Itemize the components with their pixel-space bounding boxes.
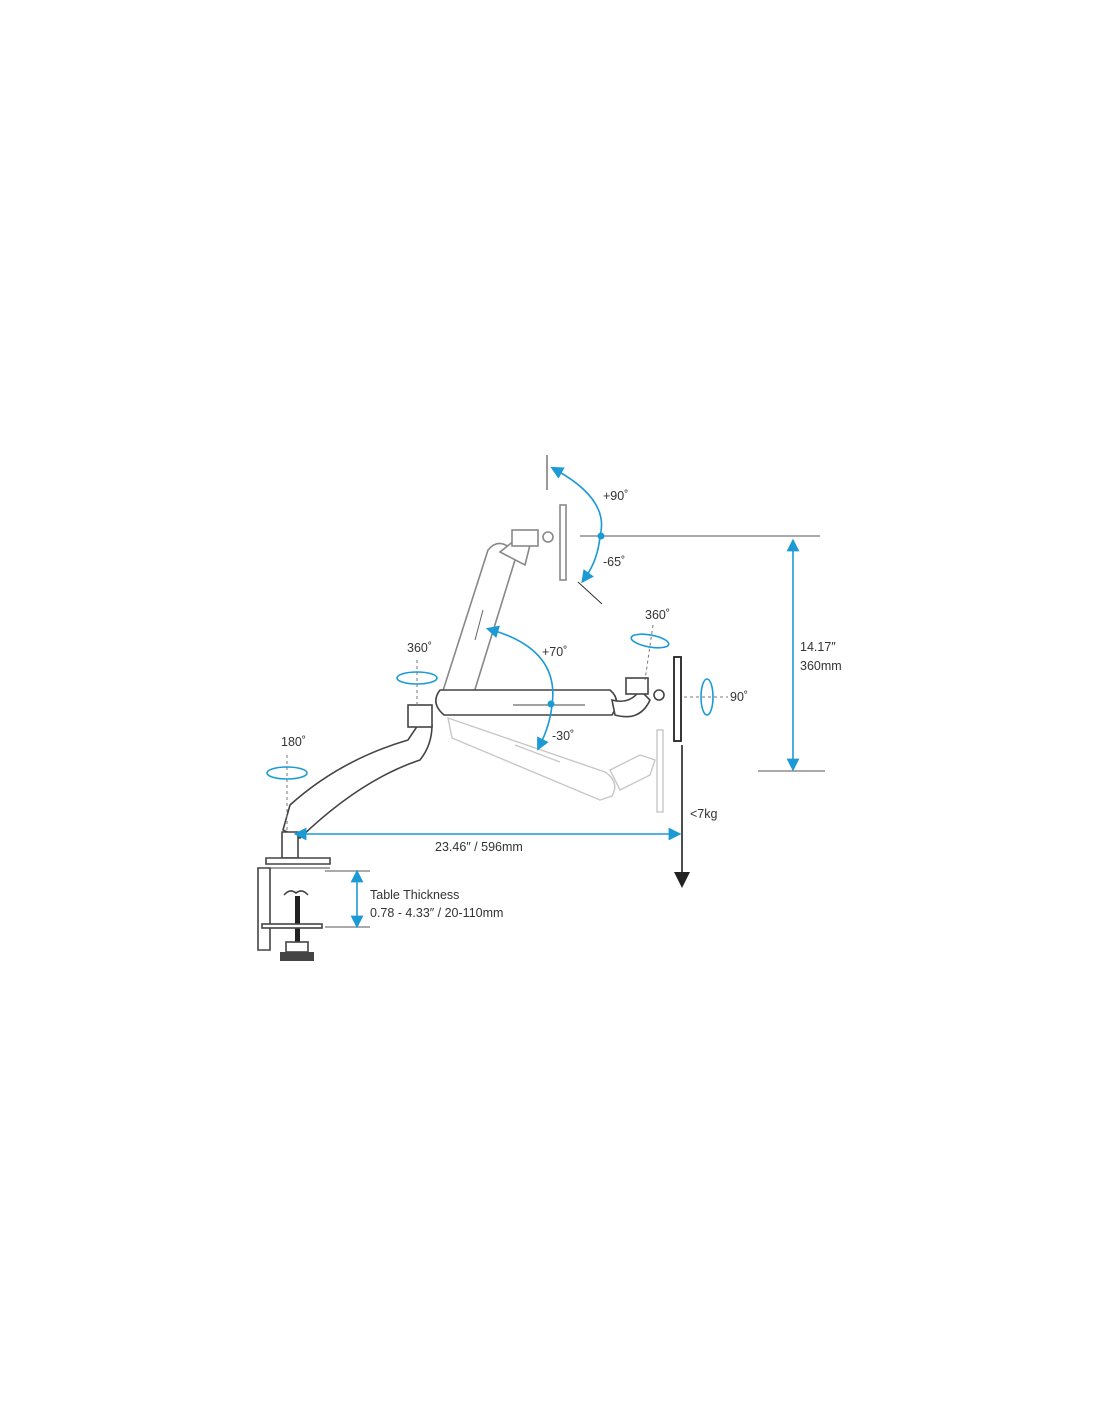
tilt-reference-line — [577, 581, 603, 605]
monitor-swivel-label: 360˚ — [645, 608, 670, 622]
monitor-rotate-indicator — [684, 678, 728, 716]
height-range-mm: 360mm — [800, 659, 842, 673]
elbow-swivel-indicator — [396, 660, 438, 705]
arm-lower-label: -30˚ — [552, 729, 574, 743]
elbow-swivel-label: 360˚ — [407, 641, 432, 655]
reach-label: 23.46″ / 596mm — [435, 840, 523, 854]
table-thickness-range: 0.78 - 4.33″ / 20-110mm — [370, 906, 503, 920]
height-range-inches: 14.17″ — [800, 640, 836, 654]
arm-base-section — [257, 704, 433, 961]
base-swivel-label: 180˚ — [281, 735, 306, 749]
table-thickness-label: Table Thickness — [370, 888, 459, 902]
tilt-up-label: +90˚ — [603, 489, 628, 503]
arm-pivot-dot — [547, 700, 555, 708]
monitor-rotate-label: 90˚ — [730, 690, 748, 704]
weight-capacity-label: <7kg — [690, 807, 718, 821]
monitor-swivel-indicator — [630, 624, 670, 681]
arm-raised-position — [439, 504, 567, 714]
tilt-down-label: -65˚ — [603, 555, 625, 569]
raise-lower-arc-arrow — [485, 625, 554, 751]
arm-raise-label: +70˚ — [542, 645, 567, 659]
tilt-pivot-dot — [597, 532, 605, 540]
base-swivel-indicator — [266, 755, 308, 830]
